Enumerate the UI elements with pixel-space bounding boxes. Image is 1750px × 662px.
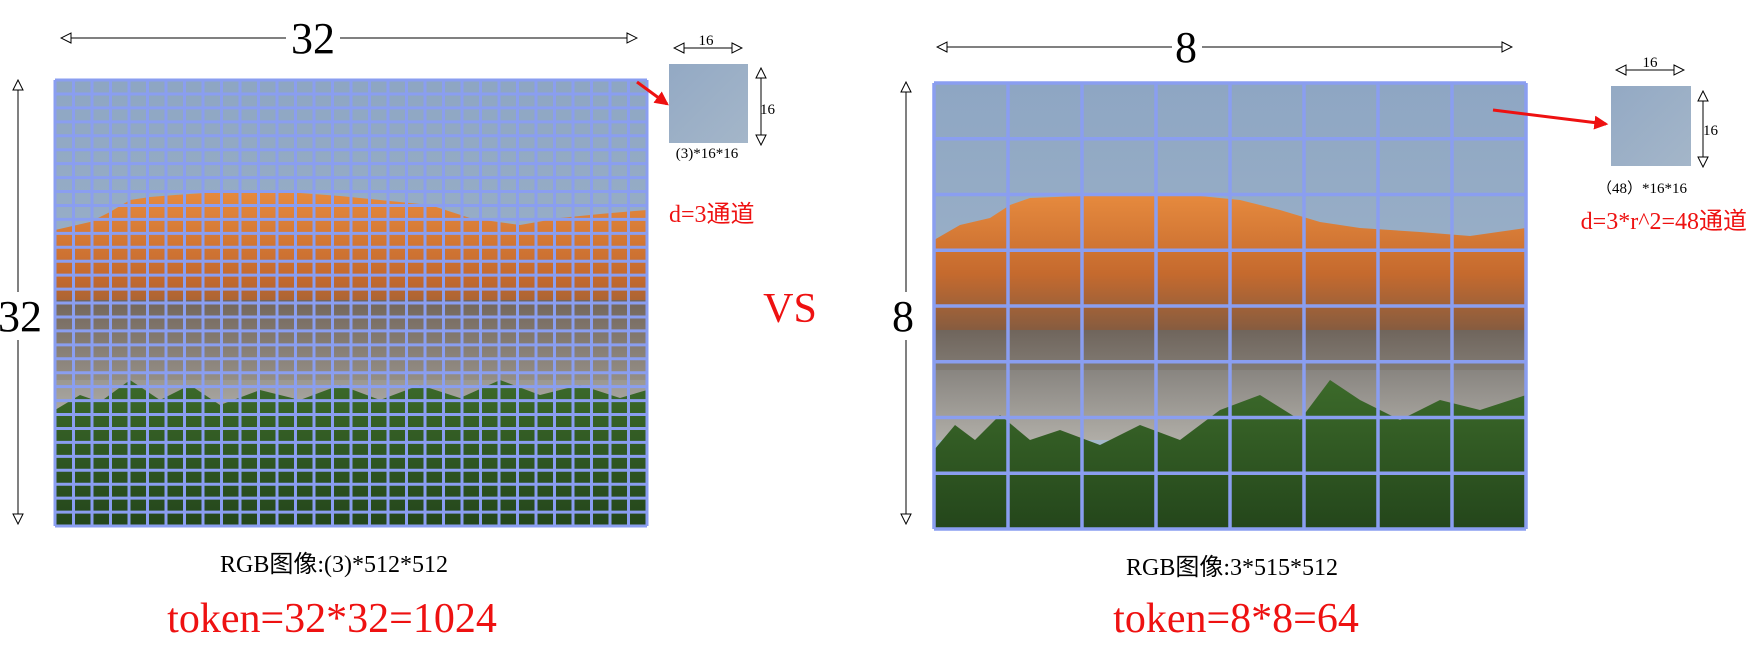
right-top-dimension-label: 8 [1175,23,1197,72]
left-image-caption: RGB图像:(3)*512*512 [220,551,448,578]
right-patch-grid [932,81,1528,531]
right-side-dimension-label: 8 [892,292,914,341]
vs-label: VS [763,286,817,332]
right-image-caption: RGB图像:3*515*512 [1126,554,1338,581]
left-patch-grid [53,78,649,528]
left-token-count: token=32*32=1024 [167,596,497,642]
right-extracted-patch [1611,86,1691,166]
right-red-pointer-arrow [1492,108,1609,130]
left-side-dimension-label: 32 [0,292,42,341]
left-patch-width-label: 16 [699,33,715,49]
left-red-pointer-arrow [636,80,669,106]
right-panel: 8 8 16 16 （48）*16*16 d=3*r^2=48通道 RGB图像:… [890,23,1747,642]
right-patch-width-label: 16 [1643,55,1659,71]
left-patch-height-label: 16 [760,102,776,118]
left-extracted-patch [669,64,748,143]
right-patch-height-label: 16 [1703,123,1719,139]
left-top-dimension-label: 32 [291,14,335,63]
right-token-count: token=8*8=64 [1113,596,1359,642]
left-panel: 32 32 16 16 (3)*16*16 d=3通道 RGB图像:(3)*51… [0,14,776,642]
right-patch-caption: （48）*16*16 [1597,180,1688,197]
left-patch-caption: (3)*16*16 [676,146,739,162]
right-channel-label: d=3*r^2=48通道 [1581,208,1747,235]
left-channel-label: d=3通道 [669,201,755,228]
